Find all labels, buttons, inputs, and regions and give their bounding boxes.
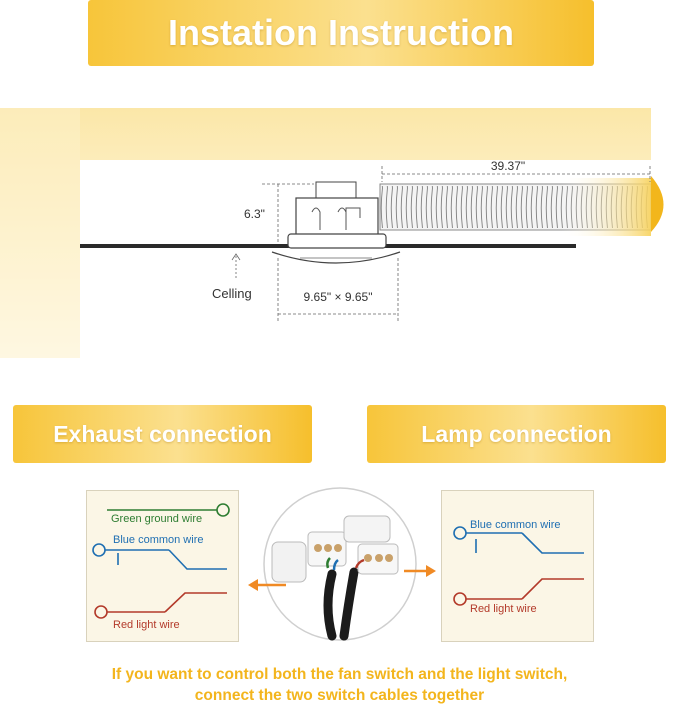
lamp-red-light-wire-label: Red light wire — [470, 603, 537, 615]
title-banner: Instation Instruction — [88, 0, 594, 66]
hose-dimension-line — [381, 166, 651, 182]
lamp-wiring-diagram: Blue common wire Red light wire — [441, 490, 594, 642]
left-arrow-icon — [248, 579, 286, 591]
connector-illustration — [263, 487, 417, 641]
size-text: 9.65" × 9.65" — [304, 290, 373, 304]
lamp-connection-banner: Lamp connection — [367, 405, 666, 463]
installation-drawing: 39.37" 6.3" Celling 9.65" × 9.65" — [0, 108, 664, 358]
exhaust-connection-banner: Exhaust connection — [13, 405, 312, 463]
lamp-wires — [453, 526, 584, 606]
green-ground-wire-label: Green ground wire — [111, 513, 203, 525]
installation-diagram: 39.37" 6.3" Celling 9.65" × 9.65" — [0, 108, 679, 358]
ground-terminal — [216, 503, 230, 517]
page-title: Instation Instruction — [168, 12, 514, 53]
fan-housing — [271, 181, 401, 264]
exhaust-connection-heading: Exhaust connection — [53, 420, 272, 447]
size-dimension-line — [277, 258, 399, 322]
right-arrow-icon — [404, 565, 436, 577]
hose-end — [651, 176, 664, 232]
exhaust-wires — [92, 503, 230, 619]
lamp-connection-heading: Lamp connection — [421, 420, 612, 447]
lamp-blue-common-wire-label: Blue common wire — [470, 519, 561, 531]
lamp-light-terminal — [453, 592, 467, 606]
footnote-line-1: If you want to control both the fan swit… — [111, 666, 568, 683]
light-terminal — [94, 605, 108, 619]
footnote-line-2: connect the two switch cables together — [194, 687, 485, 704]
height-text: 6.3" — [244, 207, 265, 221]
blue-common-wire-label: Blue common wire — [113, 534, 204, 546]
red-light-wire-label: Red light wire — [113, 619, 180, 631]
footnote: If you want to control both the fan swit… — [0, 664, 679, 706]
lamp-common-terminal — [453, 526, 467, 540]
wire-connector-photo — [262, 486, 418, 642]
common-terminal — [92, 543, 106, 557]
flexible-hose — [379, 176, 664, 236]
hose-length-text: 39.37" — [491, 159, 525, 173]
exhaust-wiring-diagram: Green ground wire Blue common wire Red l… — [86, 490, 239, 642]
ceiling-text: Celling — [212, 286, 252, 301]
height-dimension-line — [262, 183, 314, 244]
